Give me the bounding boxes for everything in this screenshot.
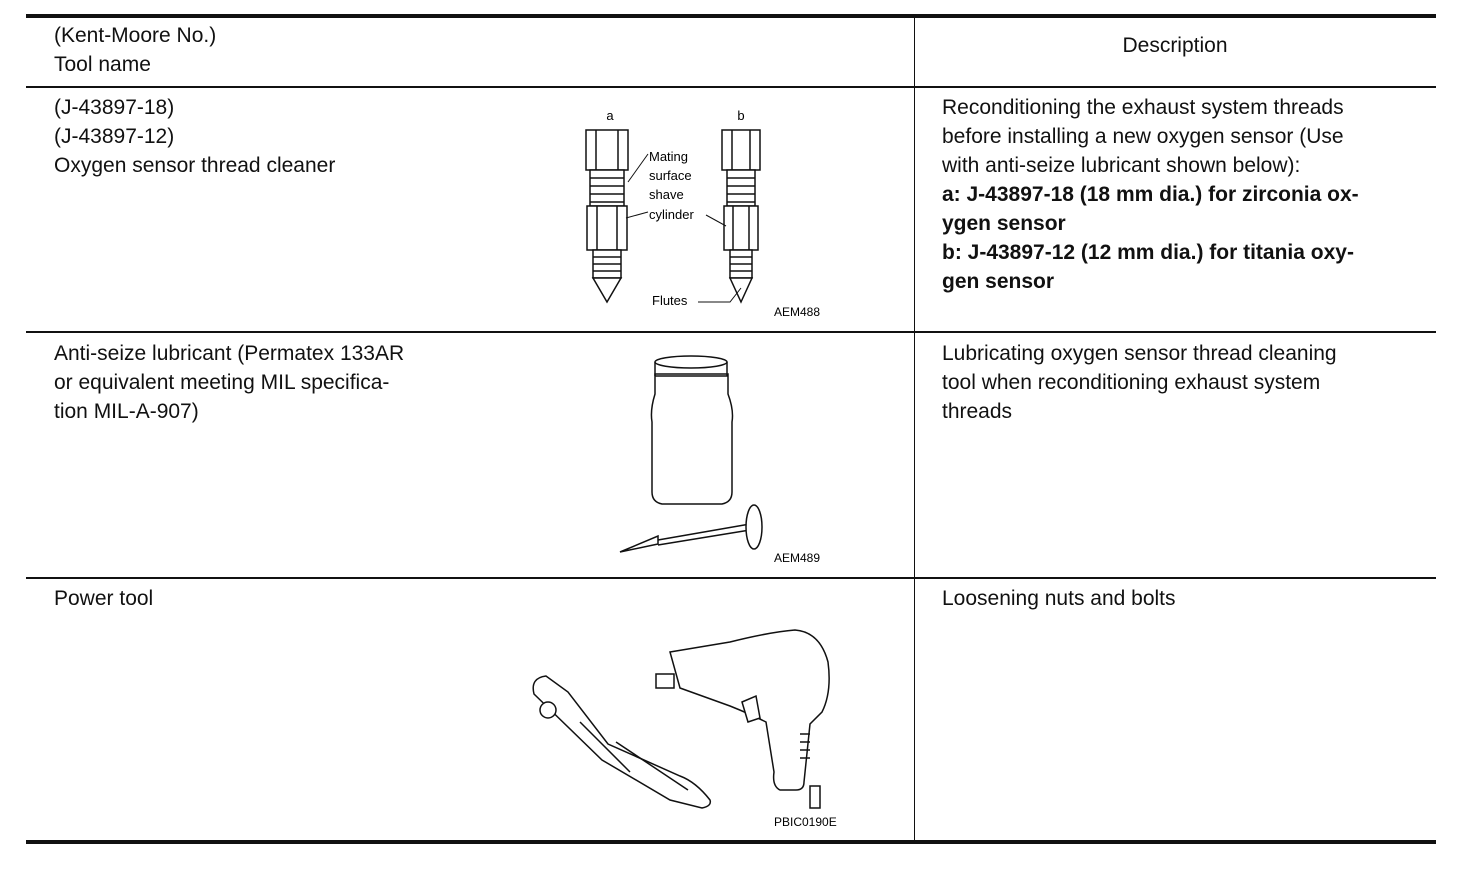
air-inlet [809, 785, 821, 809]
tool-name: Anti-seize lubricant (Permatex 133AR [54, 342, 405, 365]
description-bold-line: ygen sensor [942, 212, 1066, 235]
row-3-tool: Power tool [54, 584, 153, 613]
description-line: with anti-seize lubricant shown below): [942, 154, 1301, 177]
row-rule-2 [26, 577, 1436, 579]
table-top-rule [26, 14, 1436, 18]
description-line: threads [942, 400, 1013, 423]
tool-name: Power tool [54, 587, 154, 610]
power-tool-illustration: PBIC0190E [532, 629, 837, 829]
hex-head-a [585, 129, 629, 171]
hex-head-b [721, 129, 761, 171]
flutes-a [591, 277, 623, 304]
figure-code: AEM489 [774, 551, 820, 565]
description-line: Reconditioning the exhaust system thread… [942, 96, 1344, 119]
special-tools-table: (Kent-Moore No.) Tool name Description (… [26, 14, 1436, 844]
callout-cylinder: cylinder [649, 207, 694, 222]
row-2-description: Lubricating oxygen sensor thread cleanin… [942, 339, 1337, 426]
tool-name: Oxygen sensor thread cleaner [54, 154, 336, 177]
description-bold-line: gen sensor [942, 270, 1055, 293]
header-rule [26, 86, 1436, 88]
description-line: before installing a new oxygen sensor (U… [942, 125, 1344, 148]
figure-code: AEM488 [774, 305, 820, 319]
lubricant-bottle [650, 373, 734, 505]
tool-name: or equivalent meeting MIL specifica- [54, 371, 390, 394]
tool-number-12: (J-43897-12) [54, 125, 175, 148]
description-bold-line: b: J-43897-12 (12 mm dia.) for titania o… [942, 241, 1354, 264]
air-ratchet [532, 675, 712, 809]
ratchet-head [539, 701, 557, 719]
tool-name: tion MIL-A-907) [54, 400, 199, 423]
figure-code: PBIC0190E [774, 815, 837, 829]
wrench-trigger [741, 694, 761, 723]
header-tool-name-label: Tool name [54, 53, 151, 76]
bottle-cap [654, 355, 728, 369]
description-line: Loosening nuts and bolts [942, 587, 1176, 610]
row-rule-1 [26, 331, 1436, 333]
label-b: b [737, 108, 744, 123]
anti-seize-lubricant-illustration: AEM489 [619, 355, 820, 565]
header-description-label: Description [1122, 34, 1228, 57]
header-tool-column: (Kent-Moore No.) Tool name [54, 21, 216, 79]
row-2-tool: Anti-seize lubricant (Permatex 133AR or … [54, 339, 404, 426]
brush-cap [745, 504, 763, 550]
row-1-description: Reconditioning the exhaust system thread… [942, 93, 1359, 296]
row-1-tool: (J-43897-18) (J-43897-12) Oxygen sensor … [54, 93, 335, 180]
description-line: Lubricating oxygen sensor thread cleanin… [942, 342, 1337, 365]
wrench-anvil [655, 673, 675, 689]
callout-flutes: Flutes [652, 293, 688, 308]
callout-surface: surface [649, 168, 692, 183]
tool-number-18: (J-43897-18) [54, 96, 175, 119]
description-line: tool when reconditioning exhaust system [942, 371, 1321, 394]
brush-bristles [619, 534, 659, 553]
label-a: a [606, 108, 614, 123]
header-kent-moore-label: (Kent-Moore No.) [54, 24, 217, 47]
description-bold-line: a: J-43897-18 (18 mm dia.) for zirconia … [942, 183, 1359, 206]
flutes-b [728, 277, 754, 304]
shave-cylinder-b [723, 205, 759, 251]
callout-mating: Mating [649, 149, 688, 164]
column-divider [914, 14, 915, 844]
thread-cleaner-illustration: a b Mating surface shave cylinder Flutes… [585, 108, 820, 319]
callout-shave: shave [649, 187, 684, 202]
shave-cylinder-a [586, 205, 628, 251]
row-3-description: Loosening nuts and bolts [942, 584, 1176, 613]
table-bottom-rule [26, 840, 1436, 844]
